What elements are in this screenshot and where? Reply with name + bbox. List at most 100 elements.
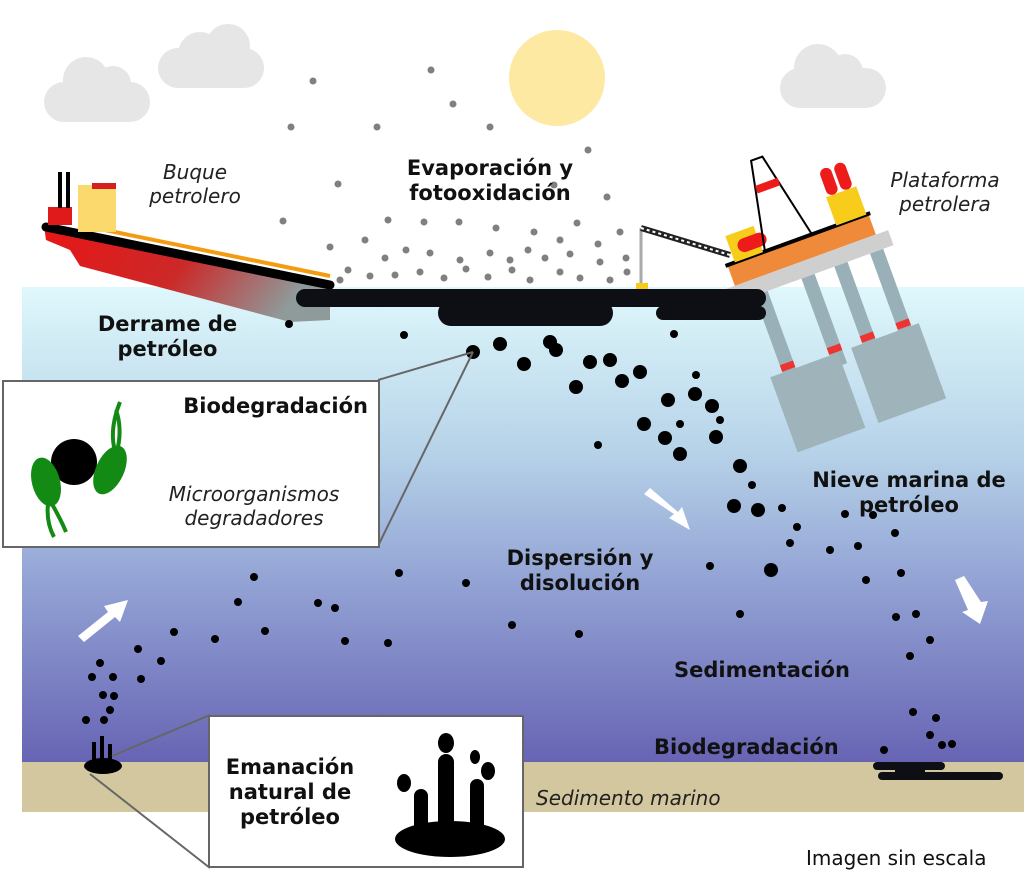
oil-droplet-small [706,562,714,570]
vapor-dot [426,249,434,257]
oil-droplet-large [733,459,747,473]
oil-droplet-small [137,675,145,683]
oil-droplet-small [692,371,700,379]
dispersion-line-1: Dispersión y [506,546,654,570]
oil-droplet-small [462,579,470,587]
seep-label: Emanación natural de petróleo [220,755,360,831]
vapor-dot [573,219,581,227]
oil-droplet-small [926,731,934,739]
seep-line-3: petróleo [240,805,340,830]
crane-icon [636,225,731,289]
seep-line-2: natural de [228,780,352,805]
vapor-dot [484,273,492,281]
platform-label-line-1: Plataforma [890,168,1000,192]
sediment-label: Sedimento marino [536,786,721,810]
vapor-dot [373,123,381,131]
sedimentation-label: Sedimentación [674,658,850,682]
oil-droplet-small [331,604,339,612]
vapor-dot [344,266,352,274]
oil-droplet-small [211,635,219,643]
oil-droplet-small [285,320,293,328]
vapor-dot [402,246,410,254]
vapor-dot [449,100,457,108]
vapor-dot [486,123,494,131]
oil-droplet-small [891,529,899,537]
oil-droplet-large [615,374,629,388]
ship-label-line-2: petrolero [149,184,241,208]
callout-line [377,351,474,547]
evaporation-line-2: fotooxidación [409,181,571,206]
callout-line [111,714,211,757]
vapor-dot [391,271,399,279]
microorganisms-label: Microorganismos degradadores [134,482,374,530]
seep-callout: Emanación natural de petróleo [208,715,524,868]
vapor-dot [381,254,389,262]
oil-droplet-large [569,380,583,394]
spill-line-1: Derrame de [97,312,238,336]
vapor-dot [384,216,392,224]
oil-droplet-small [395,569,403,577]
platform-label-line-2: petrolera [899,192,991,216]
oil-droplet-small [926,636,934,644]
arrow-icon [78,600,128,642]
oil-droplet-large [543,335,557,349]
oil-droplet-small [897,569,905,577]
vapor-dot [566,250,574,258]
oil-droplet-small [109,673,117,681]
oil-droplet-small [786,539,794,547]
oil-droplet-small [495,340,503,348]
oil-droplet-small [575,630,583,638]
oil-droplet-small [384,639,392,647]
vapor-dot [530,228,538,236]
oil-droplet-small [948,740,956,748]
oil-droplet-small [400,331,408,339]
vapor-dot [606,276,614,284]
oil-droplet-small [170,628,178,636]
oil-droplet-small [826,546,834,554]
vapor-dot [616,228,624,236]
cloud-icon [158,24,264,88]
marine-snow-label: Nieve marina de petróleo [796,468,1022,518]
oil-droplet-small [110,692,118,700]
vapor-dot [603,193,611,201]
oil-droplet-small [234,598,242,606]
oil-droplet-small [778,504,786,512]
platform-label: Plataforma petrolera [870,168,1020,216]
vapor-dot [420,218,428,226]
oil-droplet-large [709,430,723,444]
vapor-dot [309,77,317,85]
vapor-dot [486,249,494,257]
oil-droplet-small [793,523,801,531]
oil-droplet-small [250,573,258,581]
oil-droplet-small [841,510,849,518]
oil-droplet-small [912,610,920,618]
oil-droplet-large [658,431,672,445]
biodegradation-title: Biodegradación [183,394,368,418]
vapor-dot [287,123,295,131]
oil-droplet-large [633,365,647,379]
vapor-dot [416,268,424,276]
vapor-dot [336,276,344,284]
oil-droplet-large [764,563,778,577]
oil-platform-icon [723,155,947,453]
spill-label: Derrame de petróleo [80,312,255,362]
dispersion-label: Dispersión y disolución [490,546,670,596]
vapor-dot [492,224,500,232]
oil-droplet-large [705,399,719,413]
oil-droplet-small [134,645,142,653]
oil-droplet-small [670,330,678,338]
vapor-dot [366,272,374,280]
oil-droplet-large [751,503,765,517]
vapor-dot [596,258,604,266]
arrow-icon [955,576,988,624]
oil-droplet-small [892,613,900,621]
oil-droplet-small [157,657,165,665]
scale-note: Imagen sin escala [806,846,987,870]
oil-droplet-small [99,691,107,699]
cloud-icon [780,44,886,108]
oil-droplet-large [637,417,651,431]
oil-droplet-large [661,393,675,407]
bacteria-icon [31,401,127,538]
cloud-icon [44,57,150,122]
